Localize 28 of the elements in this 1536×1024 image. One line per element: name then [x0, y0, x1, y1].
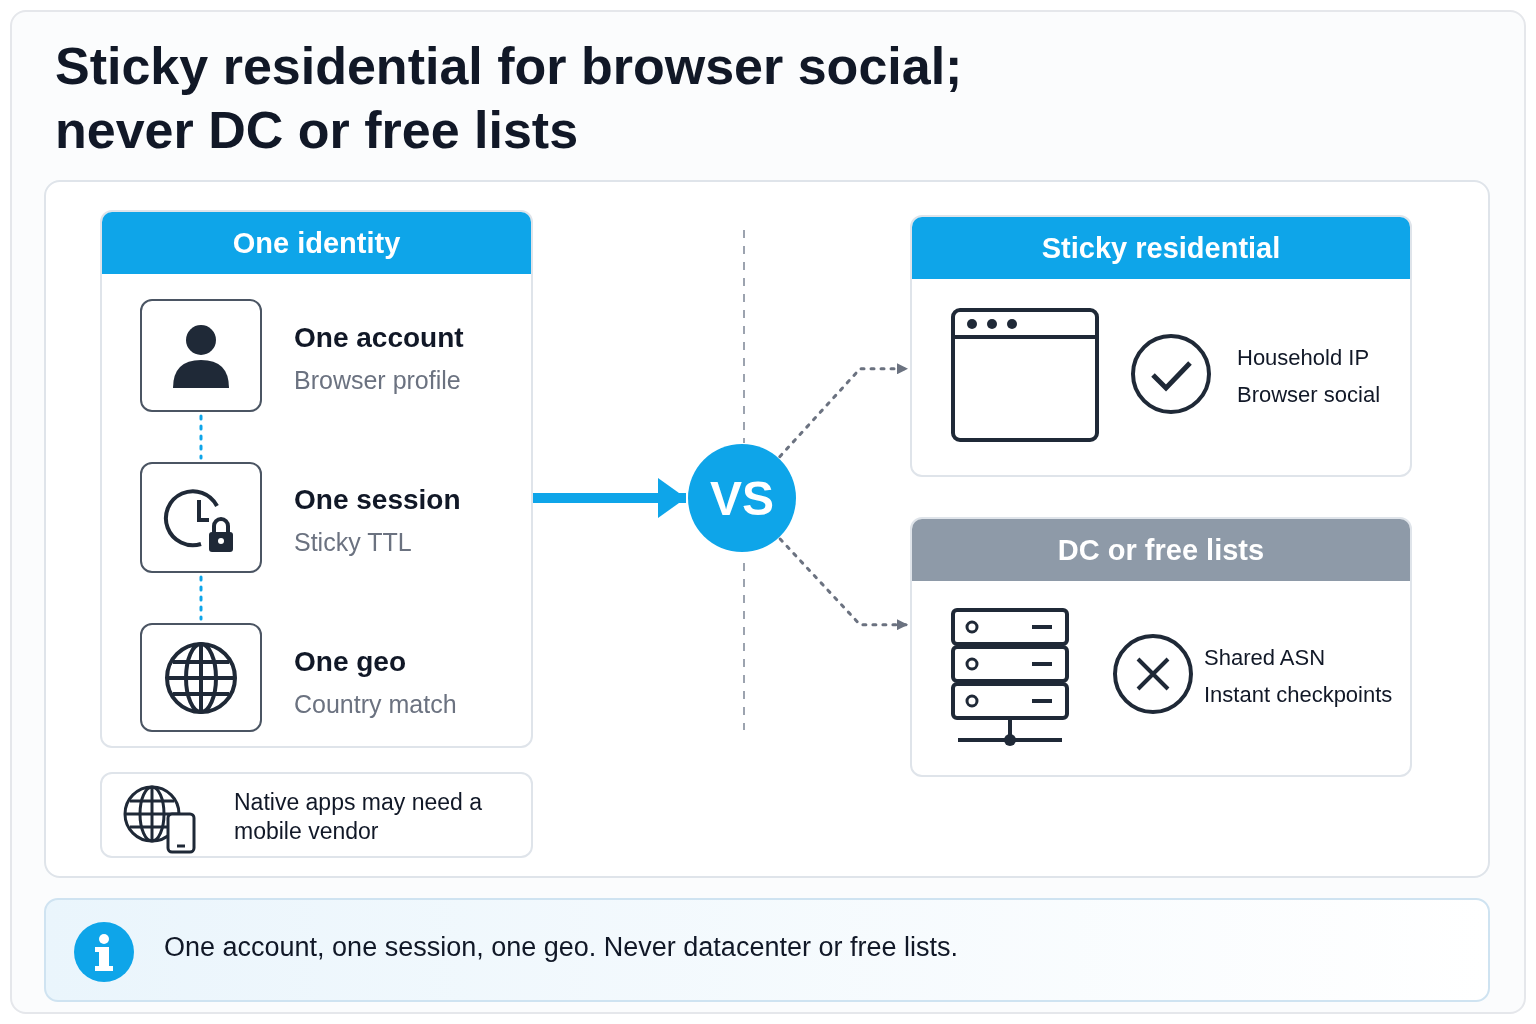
row-subtitle: Browser profile [294, 366, 461, 395]
panel-card [910, 215, 1412, 477]
panel-header: One identity [102, 212, 531, 274]
row-subtitle: Sticky TTL [294, 528, 412, 557]
arrow [778, 363, 910, 459]
feature-text: Shared ASN [1204, 645, 1326, 671]
footer-note: One account, one session, one geo. Never datacenter or free lists. [164, 932, 958, 963]
feature-text: Browser social [1237, 382, 1381, 408]
connector-line [199, 575, 203, 621]
icon-card [140, 623, 262, 732]
panel-header: DC or free lists [912, 519, 1410, 581]
arrow [778, 537, 910, 631]
title: Sticky residential for browser social; never DC or free lists [55, 36, 964, 161]
feature-text: Household IP [1237, 345, 1370, 371]
icon-card [140, 299, 262, 412]
arrow [533, 478, 686, 518]
row-title: One session [294, 484, 461, 516]
row-subtitle: Country match [294, 690, 457, 719]
note-text: Native apps may need a mobile vendor [234, 788, 484, 846]
icon-card [140, 462, 262, 573]
panel-card [910, 517, 1412, 777]
row-title: One account [294, 322, 464, 354]
note-card [100, 772, 533, 858]
panel-header: Sticky residential [912, 217, 1410, 279]
connector-line [199, 414, 203, 460]
row-title: One geo [294, 646, 406, 678]
panel-card [100, 210, 533, 748]
feature-text: Instant checkpoints [1204, 682, 1393, 708]
